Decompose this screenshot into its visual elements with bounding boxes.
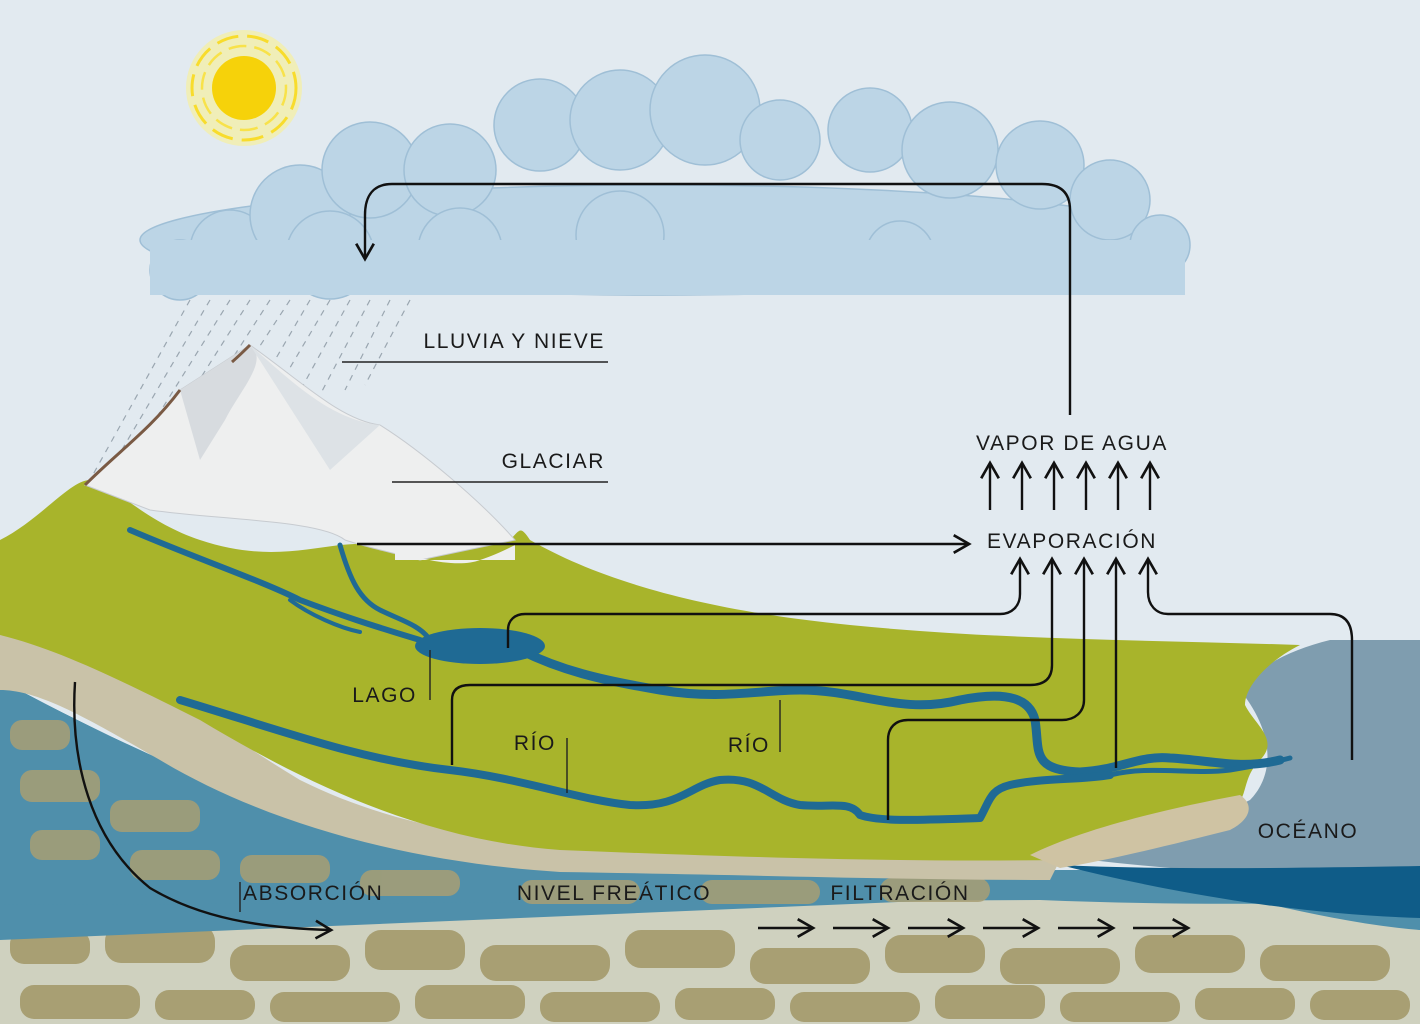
lake — [415, 628, 545, 664]
deep-water — [1060, 865, 1420, 918]
label-water-vapor: VAPOR DE AGUA — [976, 432, 1168, 455]
label-river-right: RÍO — [728, 734, 770, 757]
absorption-arrow — [73, 681, 334, 940]
beach — [1030, 795, 1249, 868]
label-filtration: FILTRACIÓN — [830, 882, 969, 905]
sun-icon — [186, 30, 302, 146]
river-left-evaporation-arrow — [450, 556, 1062, 765]
label-water-table: NIVEL FREÁTICO — [517, 882, 711, 905]
label-leader-lines — [239, 361, 781, 912]
sediment-layer — [0, 635, 1060, 880]
label-evaporation: EVAPORACIÓN — [987, 530, 1157, 553]
label-rain-snow: LLUVIA Y NIEVE — [423, 330, 605, 353]
label-lake: LAGO — [352, 684, 417, 707]
lake-evaporation-arrow — [506, 556, 1030, 648]
land — [0, 480, 1300, 861]
ocean — [1090, 640, 1420, 880]
glacier-mountain — [83, 343, 516, 564]
label-ocean: OCÉANO — [1258, 820, 1359, 843]
cloud — [139, 54, 1191, 301]
groundwater-stones — [10, 720, 990, 904]
label-glacier: GLACIAR — [502, 450, 605, 473]
river-system — [127, 527, 1293, 824]
label-river-left: RÍO — [514, 732, 556, 755]
ocean-evaporation-arrow — [1138, 556, 1354, 760]
condensation-arrow — [355, 182, 1072, 415]
process-arrows — [73, 182, 1354, 940]
label-absorption: ABSORCIÓN — [243, 882, 383, 905]
bedrock-stones — [10, 925, 1410, 1022]
river-right-evaporation-arrow — [886, 556, 1094, 820]
